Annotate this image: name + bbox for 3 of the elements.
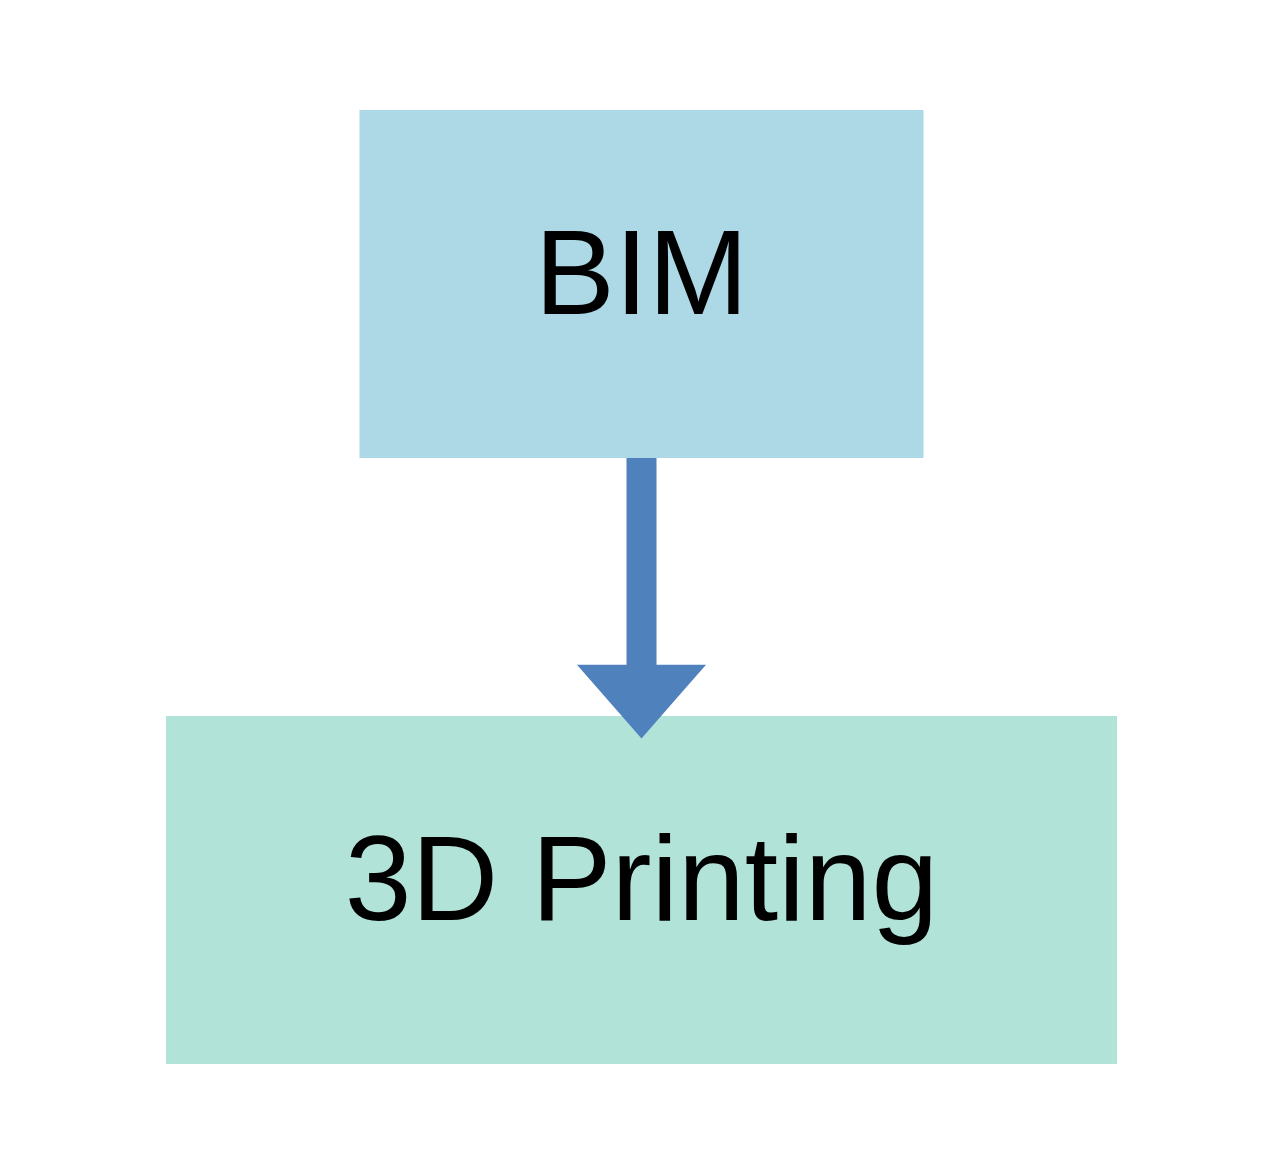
node-box: BIM bbox=[359, 109, 924, 458]
node-box: 3D Printing bbox=[166, 715, 1117, 1064]
arrow bbox=[576, 457, 707, 738]
